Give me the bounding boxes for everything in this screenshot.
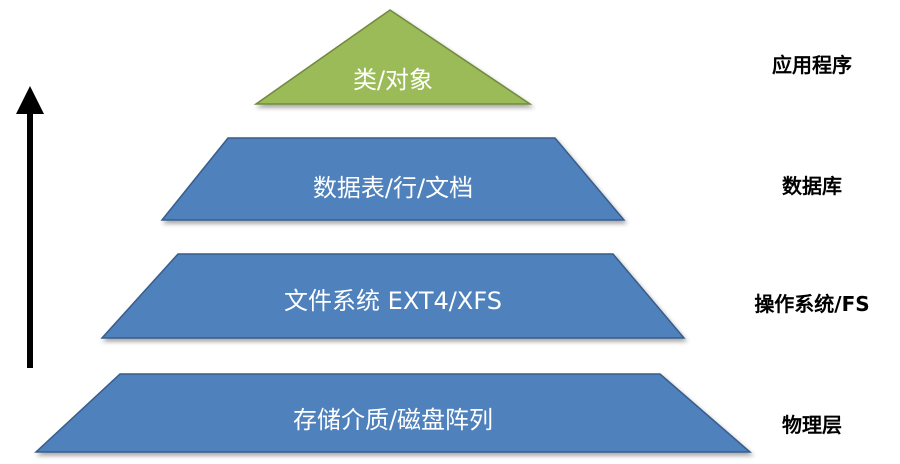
layer-label-database: 数据库 (782, 174, 842, 198)
layer-label-physical: 物理层 (782, 413, 842, 437)
tier-text-table-row-document: 数据表/行/文档 (313, 174, 473, 202)
arrow-head-icon (16, 86, 44, 114)
tier-shape-trapezoid (34, 373, 753, 453)
tier-physical: 存储介质/磁盘阵列 物理层 (34, 373, 842, 453)
layer-label-application: 应用程序 (772, 53, 852, 77)
tier-shape-triangle (253, 9, 533, 105)
tier-text-filesystem: 文件系统 EXT4/XFS (284, 287, 502, 315)
tier-filesystem: 文件系统 EXT4/XFS 操作系统/FS (100, 253, 870, 339)
tier-application: 类/对象 应用程序 (253, 9, 852, 105)
layer-label-os-fs: 操作系统/FS (754, 292, 869, 316)
tier-text-class-object: 类/对象 (353, 66, 433, 94)
tier-text-storage-media: 存储介质/磁盘阵列 (293, 406, 493, 434)
upward-arrow (16, 86, 44, 368)
tier-shape-trapezoid (160, 137, 626, 221)
tier-shape-trapezoid (100, 253, 686, 339)
tier-database: 数据表/行/文档 数据库 (160, 137, 842, 221)
